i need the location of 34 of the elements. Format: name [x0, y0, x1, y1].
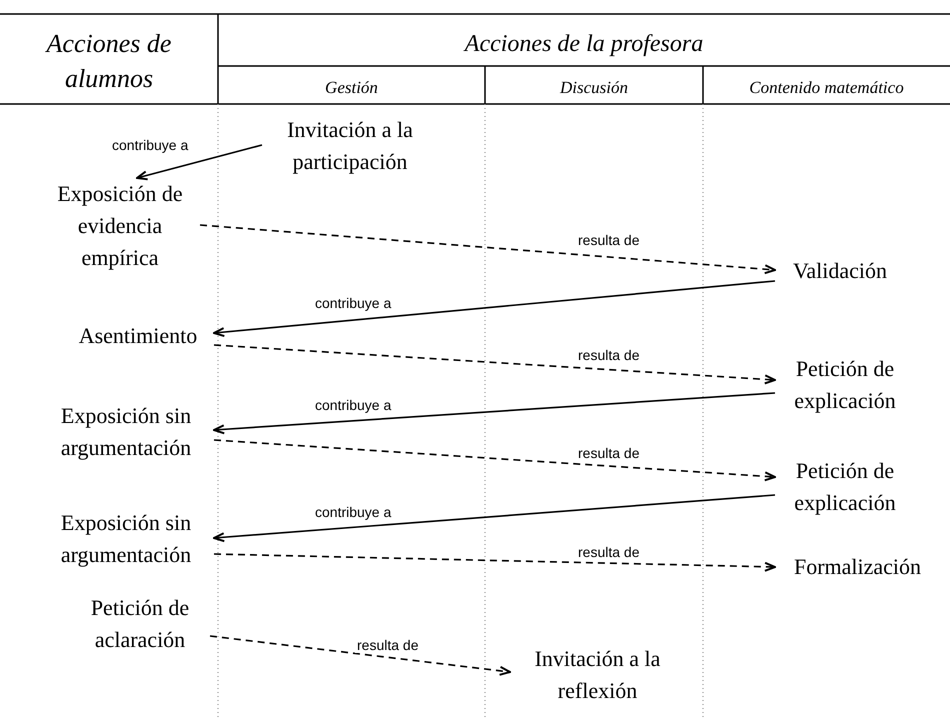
- edge-label: resulta de: [576, 445, 642, 461]
- column-header: Discusión: [558, 77, 629, 99]
- column-header: Acciones de la profesora: [462, 30, 704, 59]
- action-text: Petición de aclaración: [70, 592, 210, 656]
- action-text: Invitación a la reflexión: [510, 643, 685, 707]
- edge-label: resulta de: [576, 347, 642, 363]
- dashed-arrow: [214, 439, 776, 482]
- dashed-arrow: [210, 635, 511, 676]
- edge-label: contribuye a: [313, 295, 394, 311]
- edge-label: contribuye a: [313, 397, 394, 413]
- edge-label: contribuye a: [110, 137, 190, 153]
- dashed-arrow: [200, 224, 776, 274]
- action-text: Formalización: [775, 551, 940, 583]
- action-text: Petición de explicación: [775, 455, 915, 519]
- dashed-arrow: [214, 553, 776, 572]
- column-header: Acciones de alumnos: [44, 28, 172, 96]
- action-text: Exposición sin argumentación: [38, 400, 214, 464]
- action-text: Validación: [775, 255, 905, 287]
- arrow: [213, 280, 776, 338]
- dashed-arrow: [214, 344, 776, 384]
- arrow: [213, 494, 776, 542]
- action-text: Exposición de evidencia empírica: [40, 178, 200, 278]
- action-text: Invitación a la participación: [262, 114, 438, 180]
- edge-label: resulta de: [355, 637, 420, 653]
- edge-label: resulta de: [576, 544, 642, 560]
- column-header: Contenido matemático: [748, 77, 905, 99]
- arrow: [136, 144, 262, 180]
- edge-label: resulta de: [576, 232, 642, 248]
- edge-label: contribuye a: [313, 504, 394, 520]
- action-text: Exposición sin argumentación: [38, 507, 214, 571]
- arrow: [213, 392, 776, 434]
- column-header: Gestión: [324, 77, 379, 99]
- action-text: Petición de explicación: [775, 353, 915, 417]
- action-text: Asentimiento: [62, 320, 214, 352]
